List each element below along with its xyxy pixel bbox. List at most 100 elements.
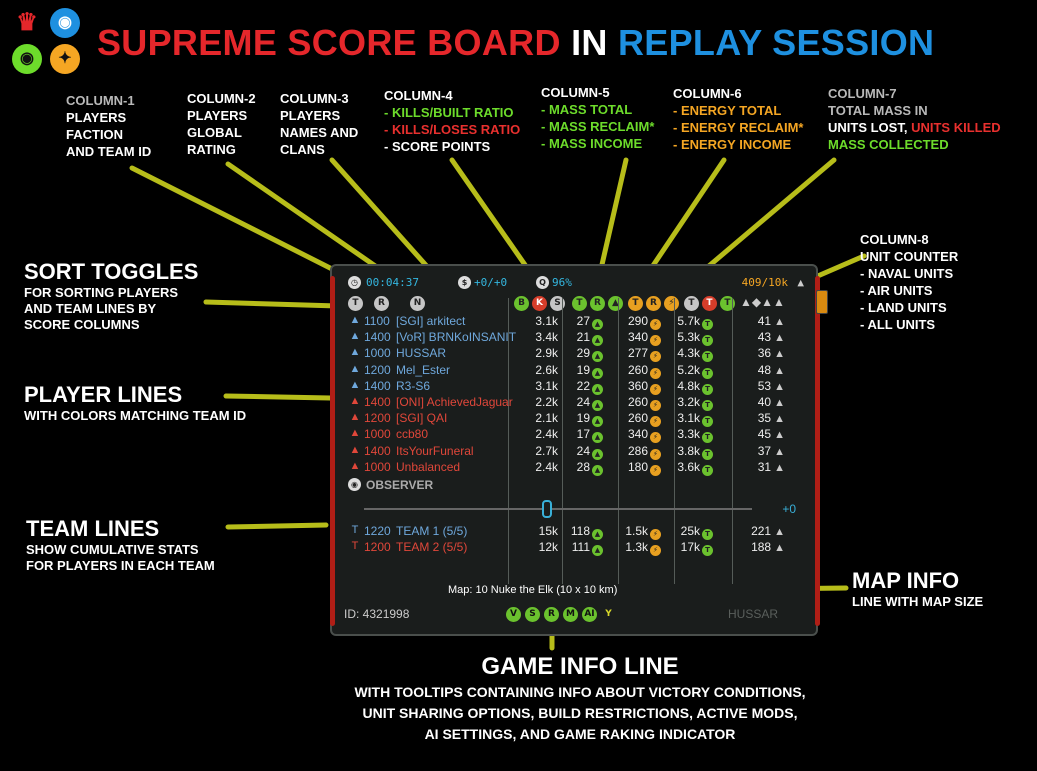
sort-score-button[interactable]: S: [550, 296, 565, 311]
unit-count-value: 35: [757, 411, 772, 426]
player-rating: 1200: [364, 411, 391, 426]
energy-income: 286⚡: [616, 444, 661, 460]
mass-value: 19: [576, 411, 590, 426]
sort-mass-collected-button[interactable]: T: [720, 296, 735, 311]
sort-kill-ratio-button[interactable]: K: [532, 296, 547, 311]
column-4-header: COLUMN-4: [384, 88, 453, 103]
mass-value: 17: [576, 427, 590, 442]
sort-energy-income-button[interactable]: ⚡: [664, 296, 679, 311]
energy-icon: ⚡: [650, 448, 661, 460]
column-3-line1: PLAYERS: [280, 108, 341, 123]
replay-speed-slider[interactable]: +0: [348, 495, 804, 523]
ai-icon[interactable]: AI: [582, 607, 597, 622]
team-lines-line2: FOR PLAYERS IN EACH TEAM: [26, 558, 215, 573]
ranking-icon[interactable]: Y: [605, 609, 612, 619]
mass-total-icon: T: [702, 319, 713, 330]
unit-icon: ▲: [774, 525, 785, 538]
mods-icon[interactable]: M: [563, 607, 578, 622]
mass-value: 118: [570, 523, 590, 538]
mass-value: 24: [576, 443, 590, 458]
mass-total-icon: T: [702, 383, 713, 395]
observer-line[interactable]: ◉ OBSERVER: [348, 475, 804, 495]
column-5-line2: - MASS RECLAIM*: [541, 119, 655, 134]
unit-count: 53▲: [728, 379, 785, 393]
mass-icon: ▲: [592, 545, 603, 557]
mass-collected-value: 17k: [680, 540, 700, 555]
column-separator: [618, 298, 619, 584]
score-board-content: ◷ 00:04:37 $ +0/+0 Q 96% 409/10k ▲ T R N…: [348, 272, 804, 584]
victory-icon[interactable]: V: [506, 607, 521, 622]
column-4-line2: - KILLS/LOSES RATIO: [384, 122, 521, 137]
collapse-toggle-button[interactable]: [816, 290, 828, 314]
energy-income: 290⚡: [616, 314, 661, 330]
replay-player-name: HUSSAR: [727, 607, 778, 621]
game-info-line2: UNIT SHARING OPTIONS, BUILD RESTRICTIONS…: [362, 705, 798, 721]
sort-energy-total-button[interactable]: T: [628, 296, 643, 311]
unit-count-value: 31: [757, 459, 772, 474]
column-5-header: COLUMN-5: [541, 85, 610, 100]
mass-income: 17▲: [563, 427, 603, 444]
sort-mass-lost-button[interactable]: T: [684, 296, 699, 311]
game-info-line1: WITH TOOLTIPS CONTAINING INFO ABOUT VICT…: [354, 684, 806, 700]
restrictions-icon[interactable]: R: [544, 607, 559, 622]
player-name: HUSSAR: [396, 346, 447, 361]
sort-toggles-line3: SCORE COLUMNS: [24, 317, 140, 332]
mass-value: 22: [576, 378, 590, 393]
player-rating: 1000: [364, 346, 391, 361]
sort-name-button[interactable]: N: [410, 296, 425, 311]
energy-icon: ⚡: [650, 545, 661, 557]
column-2-line2: GLOBAL: [187, 125, 242, 140]
mass-income: 29▲: [563, 346, 603, 363]
sharing-icon[interactable]: S: [525, 607, 540, 622]
sort-mass-reclaim-button[interactable]: R: [590, 296, 605, 311]
line-col2: [225, 161, 387, 275]
line-col6: [639, 157, 727, 285]
mass-collected-value: 5.3k: [677, 330, 700, 345]
mass-value: 111: [571, 540, 590, 555]
sort-toggles-note: SORT TOGGLES FOR SORTING PLAYERS AND TEA…: [24, 259, 198, 333]
team-lines-note: TEAM LINES SHOW CUMULATIVE STATS FOR PLA…: [26, 516, 215, 574]
unit-type-toggles[interactable]: ▲◆▲▲: [740, 295, 785, 309]
unit-count-value: 53: [757, 378, 772, 393]
column-8-line2: - NAVAL UNITS: [860, 266, 954, 281]
faction-icon: ▲: [349, 314, 361, 326]
sort-mass-income-button[interactable]: ▲: [608, 296, 623, 311]
sort-rating-button[interactable]: R: [374, 296, 389, 311]
sort-mass-total-button[interactable]: T: [572, 296, 587, 311]
uef-icon: ♛: [16, 9, 38, 36]
sort-built-ratio-button[interactable]: B: [514, 296, 529, 311]
unit-icon: ▲: [774, 445, 785, 458]
sort-mass-killed-button[interactable]: T: [702, 296, 717, 311]
unit-icon: ▲: [774, 413, 785, 426]
mass-income: 19▲: [563, 411, 603, 428]
energy-icon: ⚡: [650, 432, 661, 444]
sort-energy-reclaim-button[interactable]: R: [646, 296, 661, 311]
title-part-3: REPLAY SESSION: [618, 22, 935, 63]
mass-value: 27: [576, 314, 590, 328]
player-rating: 1200: [364, 362, 391, 377]
slider-track[interactable]: [364, 507, 752, 510]
player-name: TEAM 1 (5/5): [396, 523, 468, 538]
line-col5: [595, 157, 629, 285]
column-separator: [508, 298, 509, 584]
energy-income: 340⚡: [616, 427, 661, 444]
mass-income: 24▲: [563, 395, 603, 411]
sort-toggles-row: T R N B K S T R ▲ T R ⚡ T T T ▲◆▲▲: [348, 292, 804, 313]
sort-team-button[interactable]: T: [348, 296, 363, 311]
column-3-line2: NAMES AND: [280, 125, 359, 140]
slider-handle[interactable]: [542, 499, 552, 518]
faction-icon: T: [351, 523, 359, 536]
